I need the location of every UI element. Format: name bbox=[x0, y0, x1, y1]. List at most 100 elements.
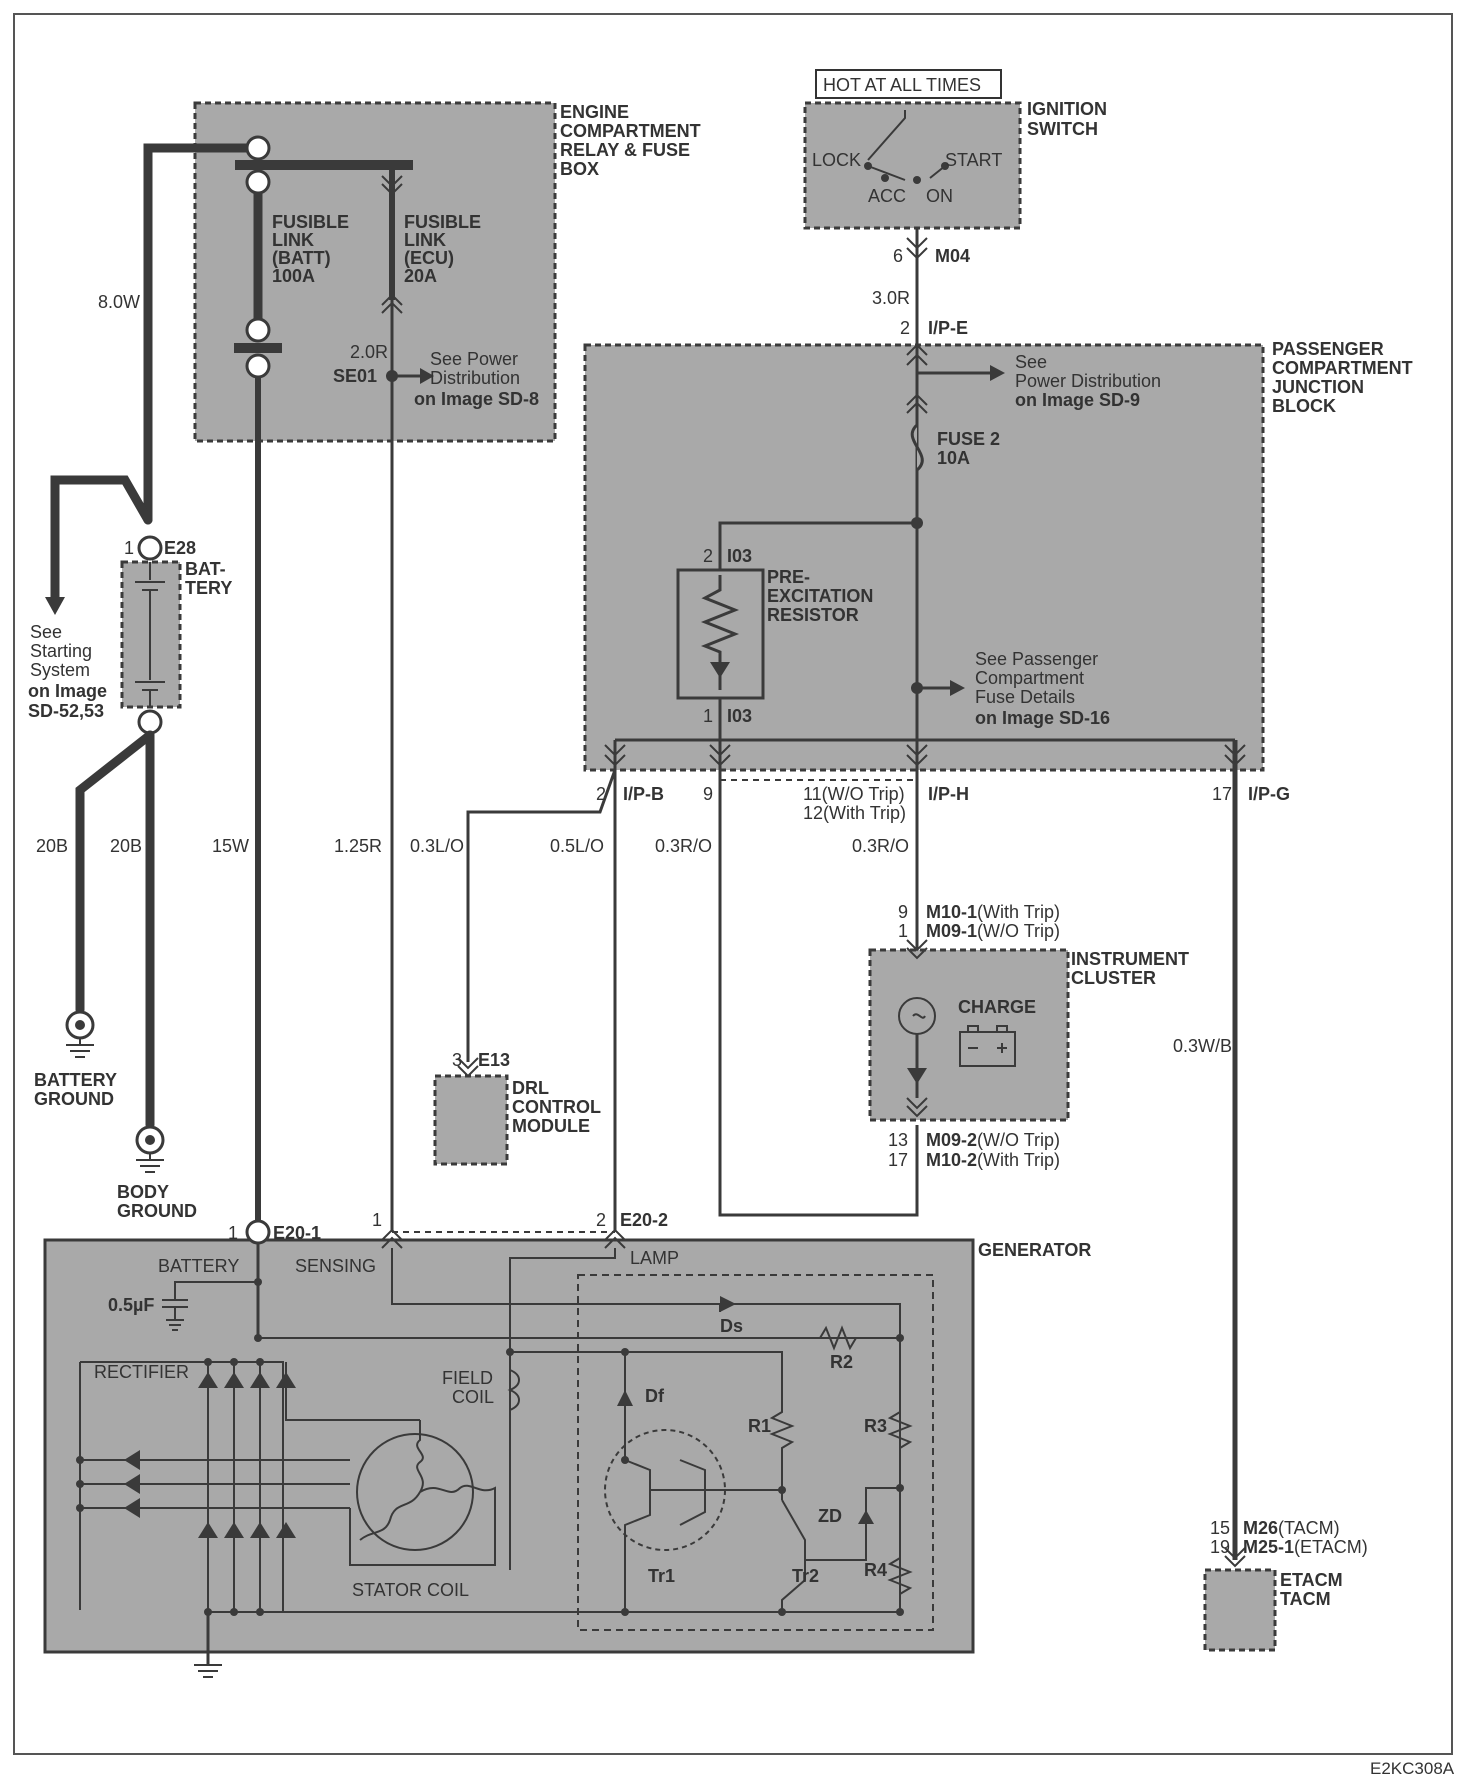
svg-text:LINK: LINK bbox=[272, 230, 314, 250]
m26-label: M26(TACM) bbox=[1243, 1518, 1340, 1538]
ignition-contact-start bbox=[941, 162, 949, 170]
m09-2-pin: 13 bbox=[888, 1130, 908, 1150]
fusible-link-ecu-label: FUSIBLE LINK (ECU) 20A bbox=[404, 212, 481, 286]
iph-pins-1: 11(W/O Trip) bbox=[803, 784, 905, 804]
terminal-fuse-box-1 bbox=[245, 135, 271, 161]
m09-2-label: M09-2(W/O Trip) bbox=[926, 1130, 1060, 1150]
pcjb-label: PASSENGER COMPARTMENT JUNCTION BLOCK bbox=[1272, 339, 1413, 416]
ds-label: Ds bbox=[720, 1316, 743, 1336]
gen-capacitor-wire bbox=[174, 1281, 258, 1300]
ds-diode-icon bbox=[720, 1296, 736, 1312]
see-starting-1: See bbox=[30, 622, 62, 642]
field-coil-label-1: FIELD bbox=[442, 1368, 493, 1388]
wire-20b-battery-ground bbox=[75, 730, 155, 1015]
wire-8-0w bbox=[143, 143, 260, 525]
ignition-switch-label-2: SWITCH bbox=[1027, 119, 1098, 139]
pin-9-label: 9 bbox=[703, 784, 713, 804]
rectifier-wires bbox=[80, 1362, 420, 1612]
see-power-sd8-line2: Distribution bbox=[430, 368, 520, 388]
m04-pin: 6 bbox=[893, 246, 903, 266]
svg-text:BLOCK: BLOCK bbox=[1272, 396, 1336, 416]
svg-text:FUSIBLE: FUSIBLE bbox=[272, 212, 349, 232]
fuse-2-symbol bbox=[910, 423, 924, 472]
ignition-on-label: ON bbox=[926, 186, 953, 206]
wire-label-20b-b: 20B bbox=[110, 836, 142, 856]
fusible-link-batt-label: FUSIBLE LINK (BATT) 100A bbox=[272, 212, 349, 286]
fuse-2-label: FUSE 2 bbox=[937, 429, 1000, 449]
stator-coil-windings bbox=[349, 1420, 496, 1566]
i03-top-pin: 2 bbox=[703, 546, 713, 566]
zd-label: ZD bbox=[818, 1506, 842, 1526]
see-power-sd9-line1: See bbox=[1015, 352, 1047, 372]
e28-label: E28 bbox=[164, 538, 196, 558]
terminal-e20-1 bbox=[245, 1219, 271, 1245]
drl-control-module-box bbox=[433, 1074, 509, 1166]
wire-label-1-25r: 1.25R bbox=[334, 836, 382, 856]
ipg-pin: 17 bbox=[1212, 784, 1232, 804]
capacitor-icon bbox=[162, 1299, 188, 1331]
r1-label: R1 bbox=[748, 1416, 771, 1436]
ignition-contact-on bbox=[913, 176, 921, 184]
rectifier-nodes bbox=[76, 1278, 904, 1616]
see-pcfd-line3: Fuse Details bbox=[975, 687, 1075, 707]
r3-label: R3 bbox=[864, 1416, 887, 1436]
svg-text:ENGINE: ENGINE bbox=[560, 102, 629, 122]
battery-terminal-negative bbox=[137, 709, 163, 735]
svg-text:(ECU): (ECU) bbox=[404, 248, 454, 268]
svg-text:100A: 100A bbox=[272, 266, 315, 286]
svg-text:PASSENGER: PASSENGER bbox=[1272, 339, 1384, 359]
generator-label: GENERATOR bbox=[978, 1240, 1091, 1260]
generator-ground-icon bbox=[194, 1664, 222, 1678]
busbar-top bbox=[235, 160, 413, 170]
field-wire bbox=[510, 1351, 783, 1402]
wire-0-3lo bbox=[466, 769, 617, 1062]
on-image-sd9: on Image SD-9 bbox=[1015, 390, 1140, 410]
see-pcfd-line2: Compartment bbox=[975, 668, 1084, 688]
r4-resistor bbox=[887, 1548, 913, 1612]
svg-text:EXCITATION: EXCITATION bbox=[767, 586, 873, 606]
wire-label-0-3ro-b: 0.3R/O bbox=[852, 836, 909, 856]
df-diode-icon bbox=[617, 1390, 633, 1406]
wire-label-15w: 15W bbox=[212, 836, 249, 856]
hot-at-all-times-label: HOT AT ALL TIMES bbox=[823, 75, 981, 95]
wire-label-8-0w: 8.0W bbox=[98, 292, 140, 312]
capacitor-label: 0.5µF bbox=[108, 1295, 154, 1315]
ignition-switch-label-1: IGNITION bbox=[1027, 99, 1107, 119]
see-starting-3: System bbox=[30, 660, 90, 680]
ds-diode-wire bbox=[720, 1303, 901, 1338]
junction-pin-chevrons bbox=[381, 175, 1246, 767]
stator-coil-label: STATOR COIL bbox=[352, 1580, 469, 1600]
battery-label-1: BAT- bbox=[185, 559, 226, 579]
node-se01 bbox=[386, 370, 398, 382]
on-image-sd52-1: on Image bbox=[28, 681, 107, 701]
on-image-sd52-2: SD-52,53 bbox=[28, 701, 104, 721]
starting-arrow-icon bbox=[45, 597, 65, 615]
svg-text:(BATT): (BATT) bbox=[272, 248, 331, 268]
etacm-tacm-box bbox=[1203, 1568, 1277, 1652]
generator-pin-chevrons bbox=[381, 1228, 626, 1249]
hot-at-all-times-frame bbox=[815, 69, 1002, 99]
e20-2-pin-2: 2 bbox=[596, 1210, 606, 1230]
battery-cells bbox=[135, 562, 165, 707]
sd9-arrow-icon bbox=[990, 365, 1005, 381]
wire-label-2-0r: 2.0R bbox=[350, 342, 388, 362]
r2-resistor bbox=[819, 1325, 857, 1351]
battery-label-2: TERY bbox=[185, 578, 232, 598]
e13-label: E13 bbox=[478, 1050, 510, 1070]
see-starting-2: Starting bbox=[30, 641, 92, 661]
pre-excitation-resistor-zigzag bbox=[700, 575, 740, 690]
wire-label-0-5lo: 0.5L/O bbox=[550, 836, 604, 856]
figure-code: E2KC308A bbox=[1370, 1759, 1455, 1778]
see-power-sd9-line2: Power Distribution bbox=[1015, 371, 1161, 391]
ignition-lock-label: LOCK bbox=[812, 150, 861, 170]
ignition-switch-box bbox=[803, 101, 1022, 230]
wire-label-3-0r: 3.0R bbox=[872, 288, 910, 308]
sd16-arrow-icon bbox=[950, 680, 965, 696]
i03-bottom-label: I03 bbox=[727, 706, 752, 726]
svg-text:20A: 20A bbox=[404, 266, 437, 286]
r4-label: R4 bbox=[864, 1560, 887, 1580]
m09-1-label: M09-1(W/O Trip) bbox=[926, 921, 1060, 941]
charge-lamp-filament bbox=[912, 1013, 926, 1019]
ignition-acc-label: ACC bbox=[868, 186, 906, 206]
